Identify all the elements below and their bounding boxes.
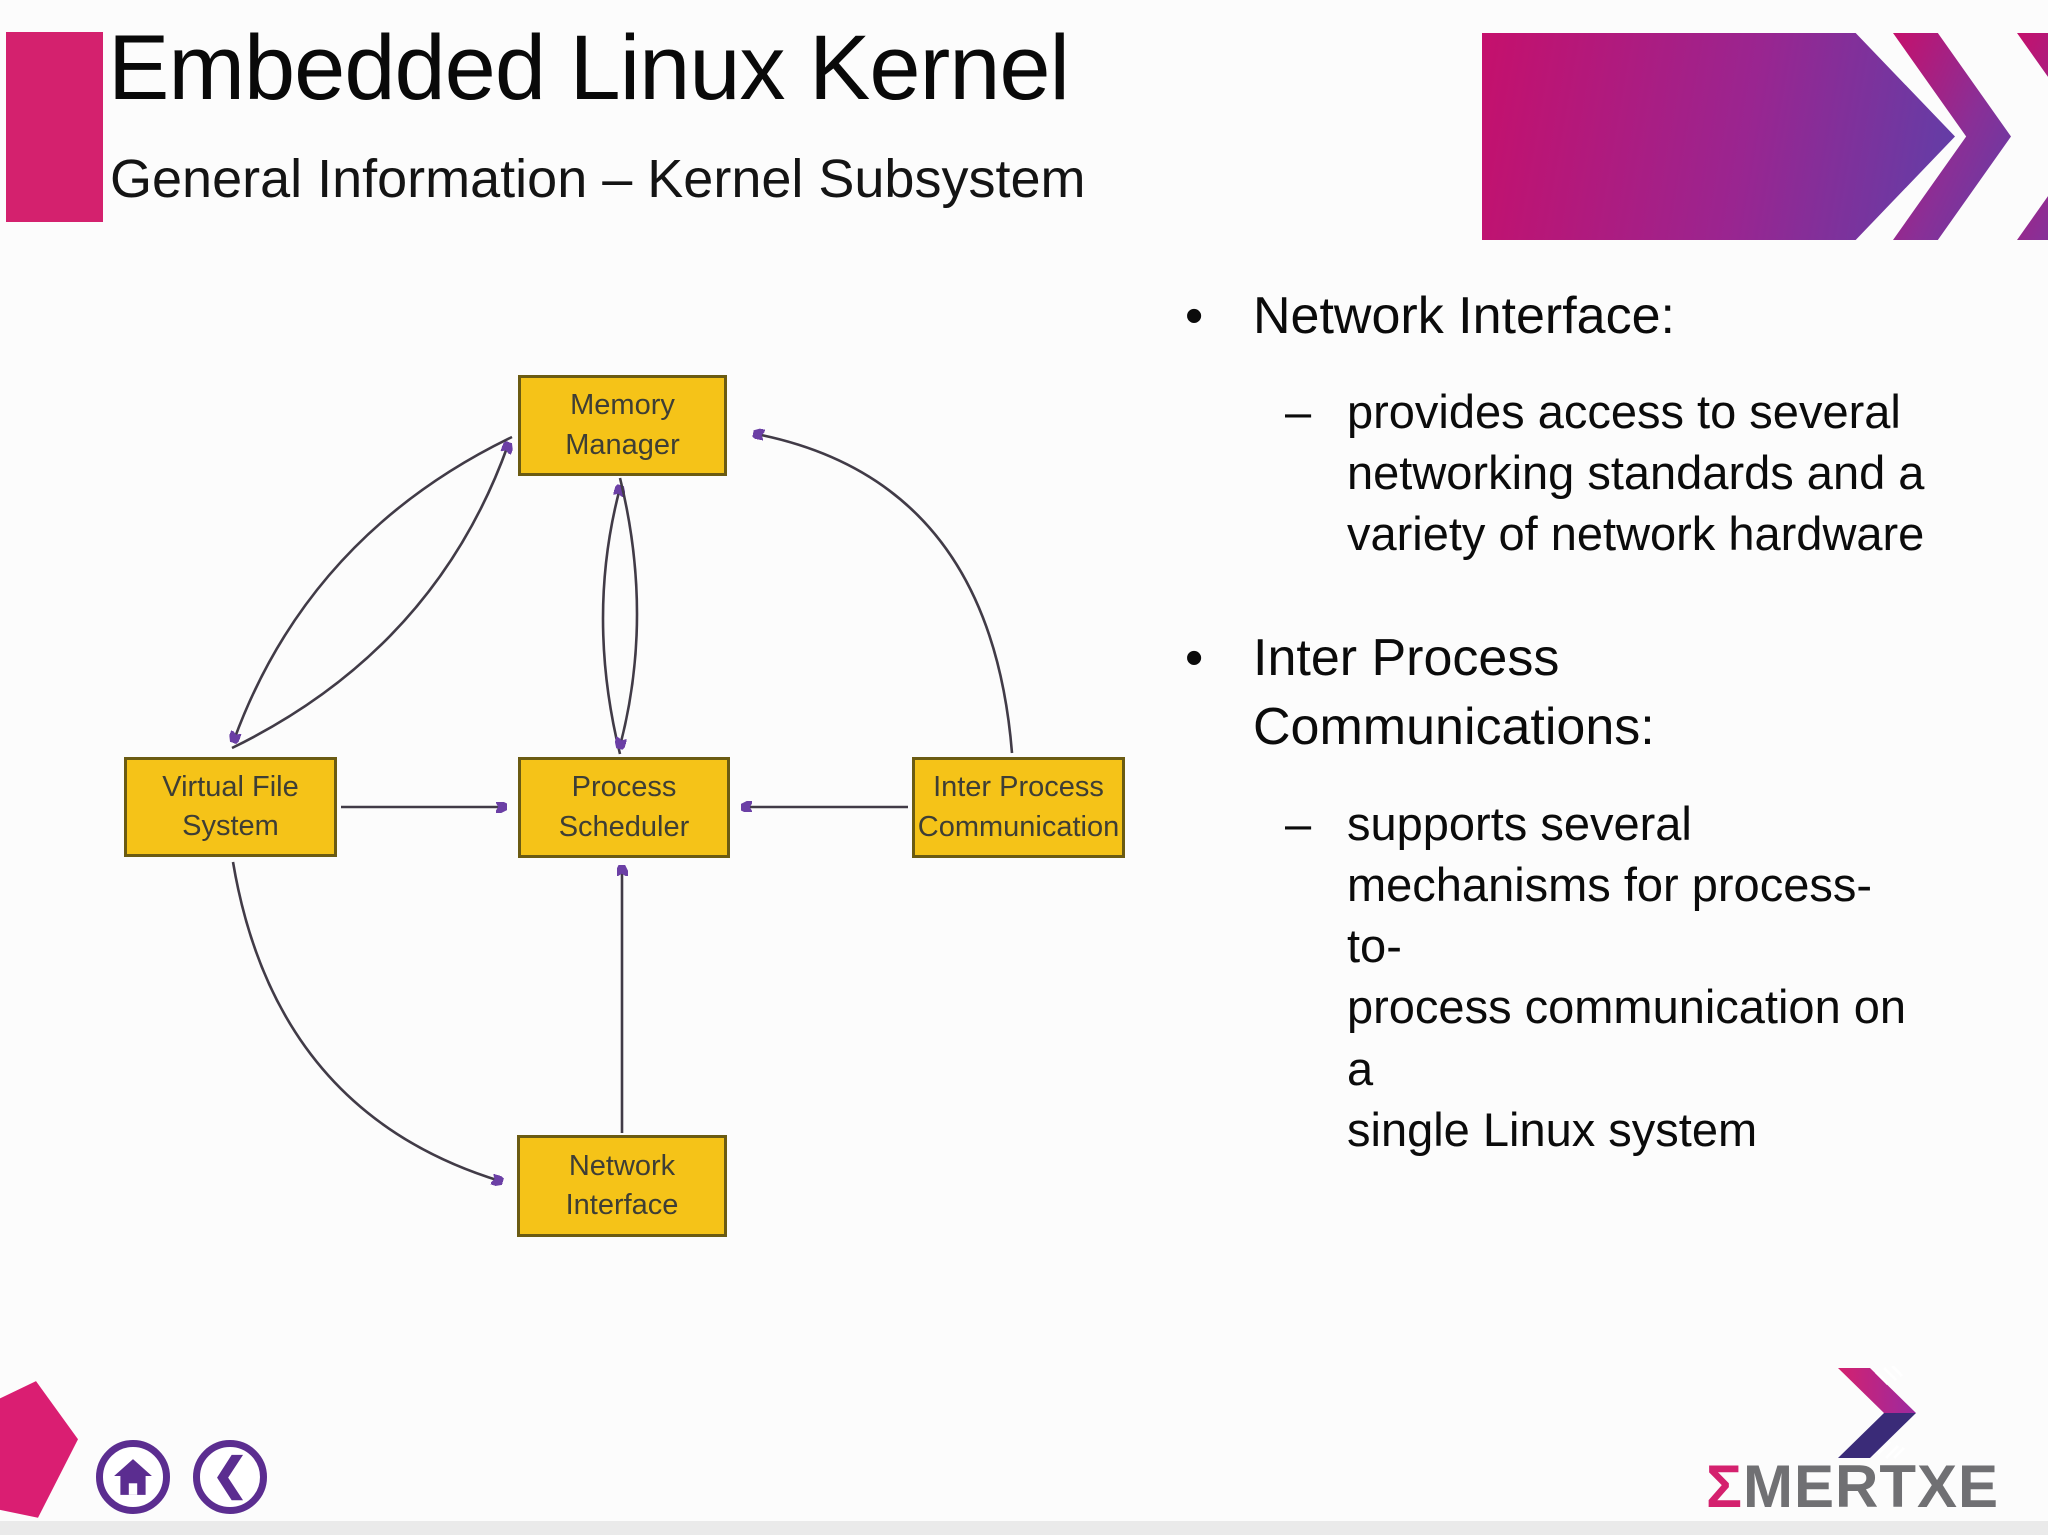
emertxe-logo-text: ΣMERTXE <box>1706 1452 1999 1521</box>
bullet-label: Network Interface: <box>1253 287 1675 345</box>
bullet-list: • Network Interface: – provides access t… <box>1185 282 1925 1160</box>
bullet-network-interface: • Network Interface: <box>1185 282 1925 351</box>
header-arrow-graphic <box>1482 33 1955 240</box>
arrow-ipc-to-mm <box>756 434 1014 754</box>
header-chevron-icon <box>2017 33 2048 240</box>
arrow-ps-to-mm <box>601 488 620 755</box>
diagram-box-process-scheduler: Process Scheduler <box>518 757 730 858</box>
title-accent-block <box>6 32 103 222</box>
subbullet-text: provides access to several networking st… <box>1347 384 1925 560</box>
subbullet-dash: – <box>1285 384 1312 438</box>
bottom-edge-strip <box>0 1521 2048 1535</box>
arrow-vfs-to-mm <box>231 445 508 750</box>
subbullet-dash: – <box>1285 797 1312 851</box>
bullet-label: Inter Process Communications: <box>1253 628 1655 756</box>
subbullet-network-interface: – provides access to several networking … <box>1185 381 1925 564</box>
page-title: Embedded Linux Kernel <box>108 17 1070 119</box>
bullet-dot: • <box>1185 628 1204 687</box>
bullet-inter-process-communications: • Inter Process Communications: <box>1185 624 1925 761</box>
corner-pink-arrow-graphic <box>0 1381 78 1518</box>
back-button[interactable]: ❮ <box>193 1440 267 1514</box>
diagram-box-inter-process-communication: Inter Process Communication <box>912 757 1125 858</box>
subbullet-text: supports several mechanisms for process-… <box>1347 797 1907 1156</box>
home-icon <box>114 1459 152 1495</box>
home-button[interactable] <box>96 1440 170 1514</box>
arrow-mm-to-vfs <box>234 435 513 740</box>
emertxe-logo-arrow-icon <box>1838 1366 1916 1460</box>
arrow-mm-to-ps <box>620 477 639 746</box>
diagram-box-network-interface: Network Interface <box>517 1135 727 1237</box>
kernel-subsystem-diagram <box>100 350 1014 1270</box>
diagram-box-memory-manager: Memory Manager <box>518 375 727 476</box>
back-chevron-icon: ❮ <box>211 1450 249 1499</box>
logo-rest: MERTXE <box>1743 1453 2000 1520</box>
subbullet-inter-process-communications: – supports several mechanisms for proces… <box>1185 793 1925 1160</box>
logo-sigma: Σ <box>1706 1453 1744 1520</box>
page-subtitle: General Information – Kernel Subsystem <box>110 149 1086 209</box>
arrow-vfs-to-ni <box>231 861 500 1181</box>
bullet-dot: • <box>1185 287 1204 345</box>
diagram-box-virtual-file-system: Virtual File System <box>124 757 337 857</box>
